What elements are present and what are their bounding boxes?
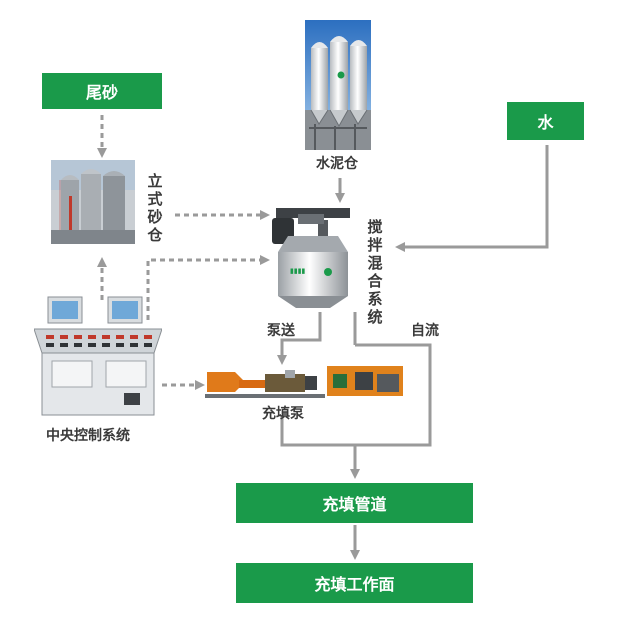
pump-transport-label: 泵送 <box>267 323 295 339</box>
svg-text:▮▮▮▮: ▮▮▮▮ <box>290 267 306 275</box>
vertical-silo-label: 立式砂仓 <box>147 172 163 244</box>
central-control-label: 中央控制系统 <box>46 428 130 444</box>
filling-pipe-label: 充填管道 <box>322 495 387 514</box>
pump-out-line <box>280 415 355 447</box>
water-box: 水 <box>507 102 584 140</box>
gravity-flow-line-b <box>355 343 432 447</box>
filling-face-box: 充填工作面 <box>236 563 473 603</box>
water-label: 水 <box>537 113 554 132</box>
filling-pump-icon <box>205 366 403 398</box>
control-to-mixer-arrow <box>146 255 270 320</box>
water-to-mixer-arrow <box>395 145 549 252</box>
vertical-sand-silo-icon <box>51 160 135 244</box>
filling-pump-label: 充填泵 <box>262 406 304 422</box>
gravity-flow-label: 自流 <box>411 323 439 339</box>
filling-pipe-box: 充填管道 <box>236 483 473 523</box>
mixing-system-label: 搅拌混合系统 <box>367 218 383 326</box>
pump-transport-line <box>277 312 322 365</box>
cement-silo-icon <box>305 20 371 150</box>
cement-silo-label: 水泥仓 <box>316 156 358 172</box>
tailings-box: 尾砂 <box>42 73 162 109</box>
control-console-icon <box>34 296 162 416</box>
filling-face-label: 充填工作面 <box>314 575 395 594</box>
mixer-tank-icon: ▮▮▮▮ <box>272 208 350 308</box>
tailings-label: 尾砂 <box>85 83 118 102</box>
